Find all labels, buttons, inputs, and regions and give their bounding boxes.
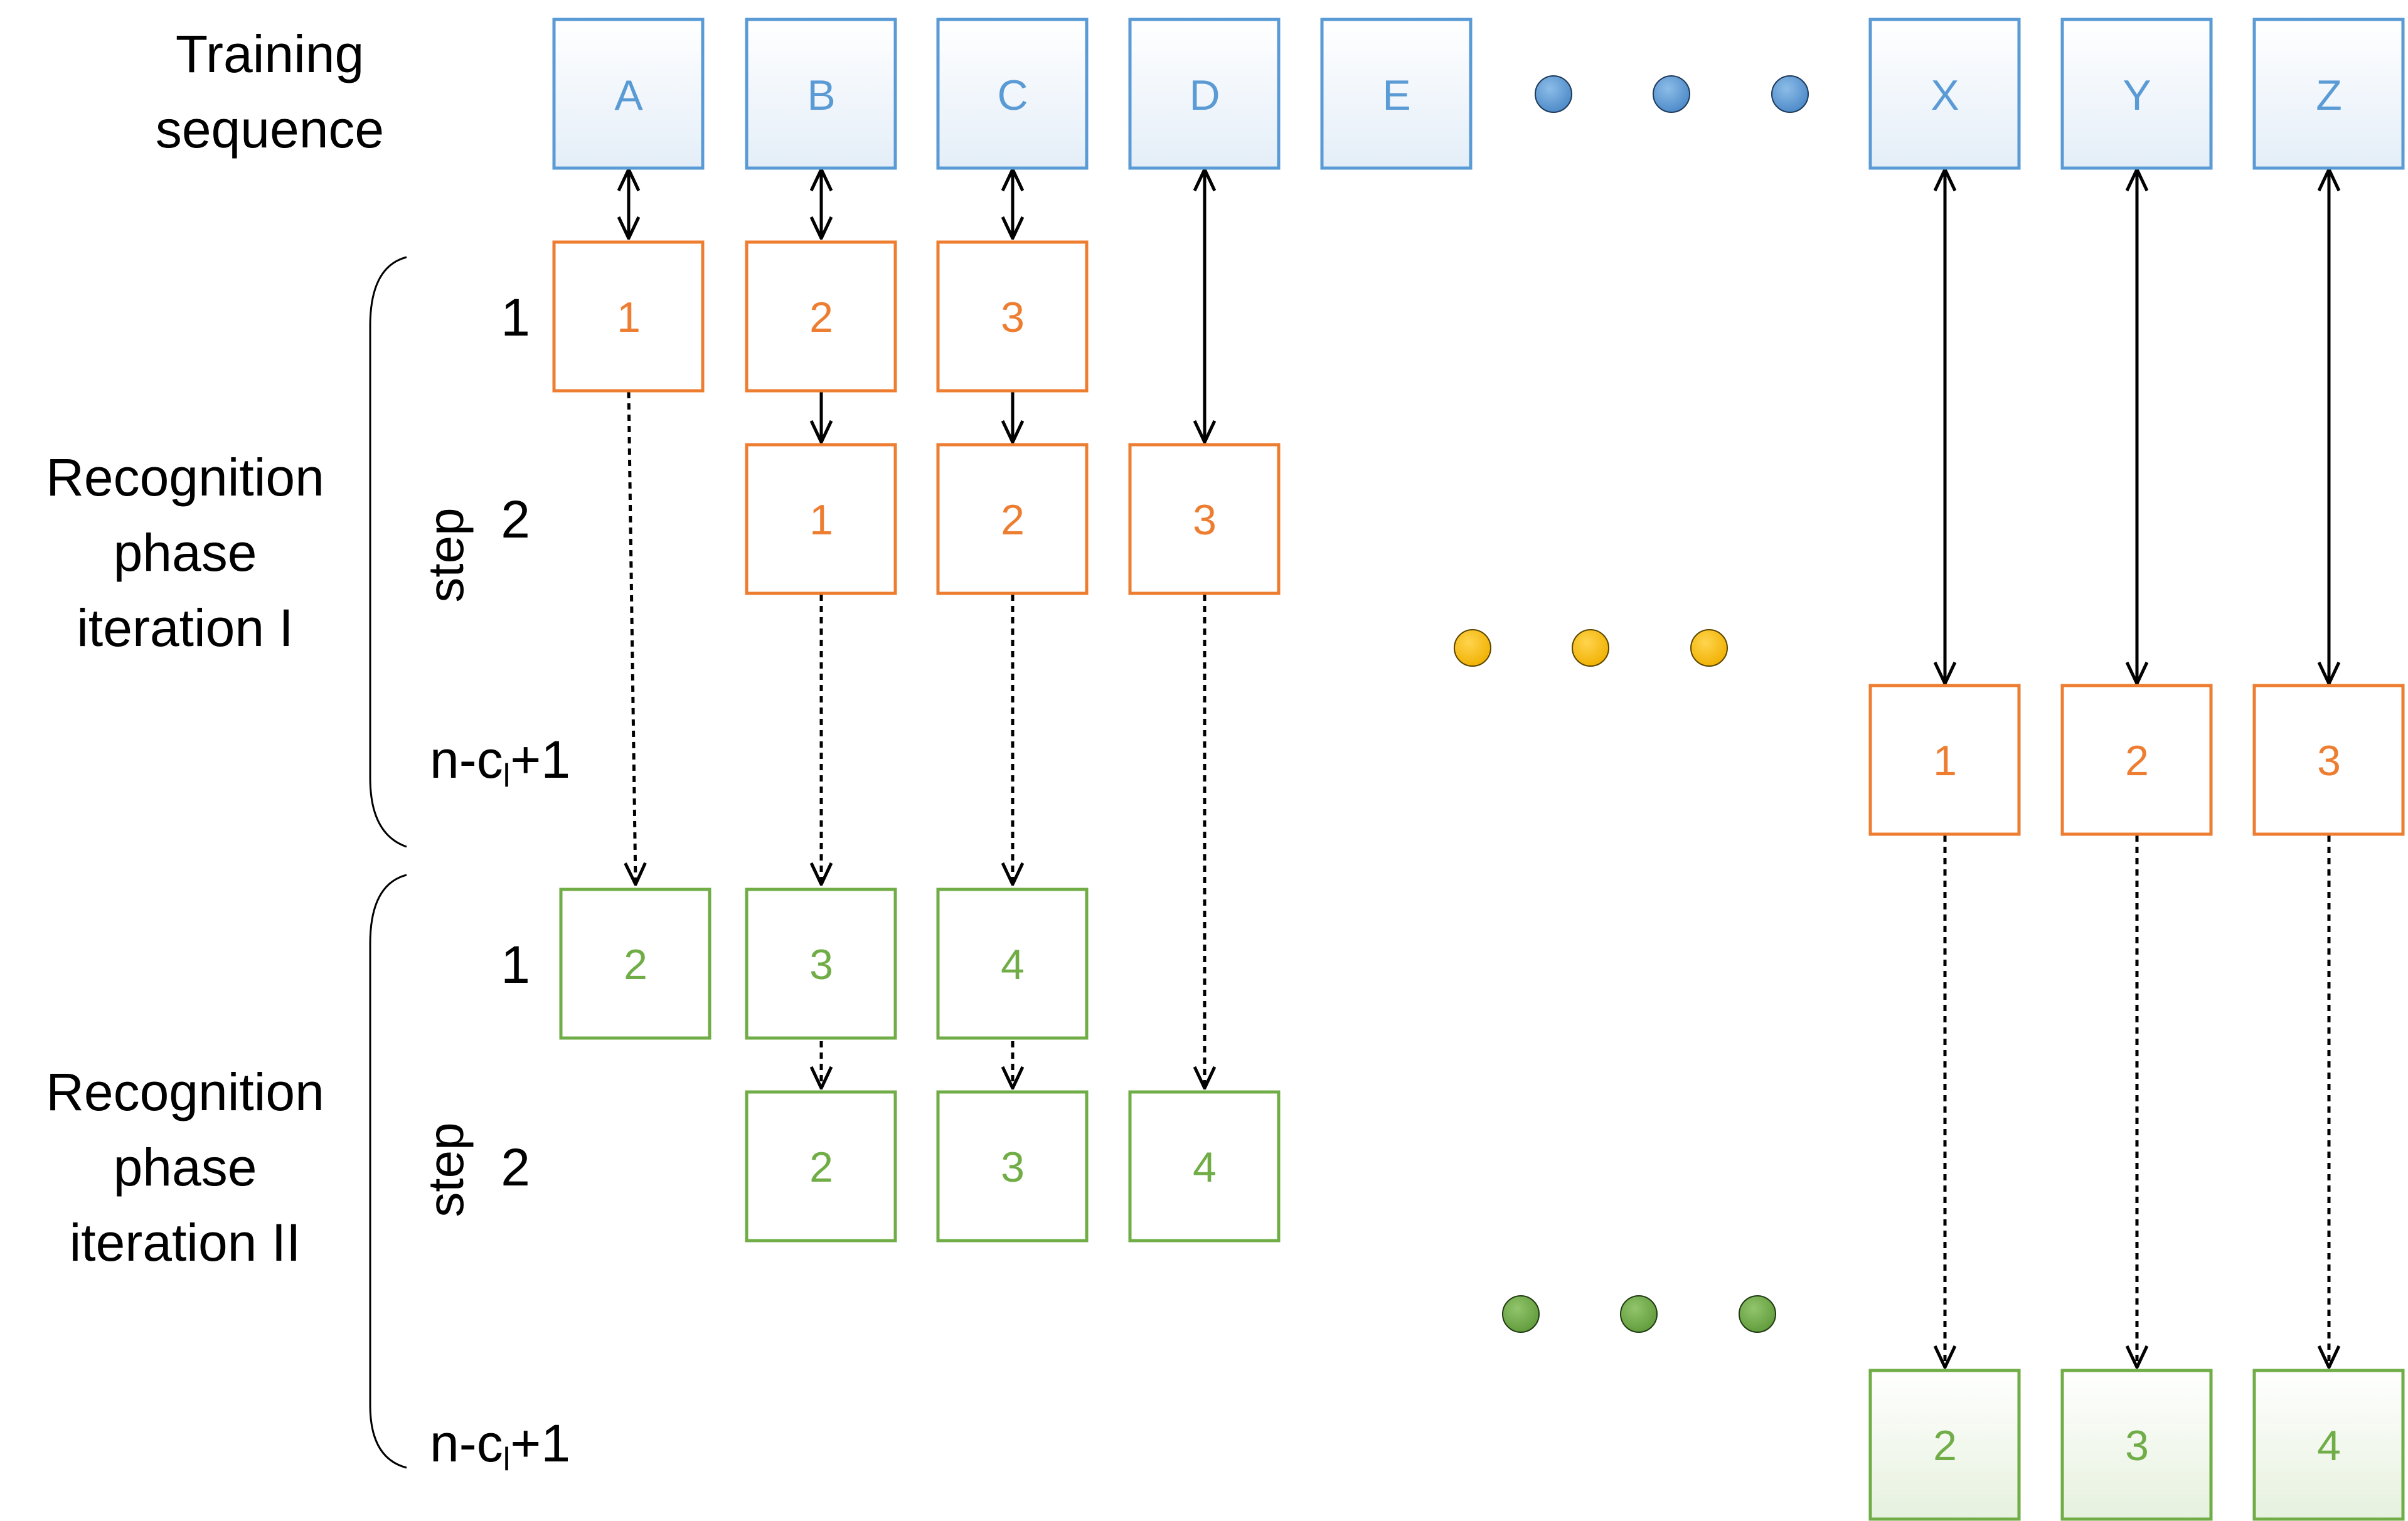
phase2-step2-number: 2: [501, 1138, 530, 1197]
stepn-prefix: n-c: [430, 730, 503, 789]
dashed-arrow-A: [629, 391, 636, 884]
box-label: 3: [809, 941, 833, 988]
ellipsis-dots-blue: [1535, 75, 1809, 113]
phase1-stepn-label: n-cl+1: [430, 730, 570, 794]
phase2-label-line1: Recognition: [46, 1063, 324, 1121]
box-label: 4: [1193, 1143, 1217, 1191]
phase2-step-label: step: [418, 1122, 474, 1217]
ellipsis-dot: [1690, 629, 1728, 667]
phase1-step2-box: 1: [745, 443, 897, 595]
phase1-step1-box: 2: [745, 240, 897, 393]
phase2-stepn-box: 3: [2060, 1369, 2213, 1521]
box-label: 2: [1933, 1422, 1957, 1470]
phase1-step2-row: 1 2 3: [745, 443, 1281, 595]
ellipsis-dot: [1739, 1295, 1776, 1333]
box-label: 2: [1001, 496, 1025, 544]
training-box-A: A: [552, 18, 705, 170]
box-label: 2: [2125, 737, 2149, 785]
phase2-step1-number: 1: [501, 935, 530, 994]
phase1-brace: [369, 256, 407, 848]
ellipsis-dot: [1620, 1295, 1658, 1333]
phase2-step1-box: 2: [559, 888, 711, 1040]
phase1-step-label: step: [418, 507, 474, 602]
phase2-label-line2: phase: [114, 1138, 257, 1197]
phase2-step1-box: 4: [936, 888, 1089, 1040]
phase2-stepn-box: 2: [1868, 1369, 2021, 1521]
ellipsis-dot: [1572, 629, 1609, 667]
training-label-line1: Training: [176, 24, 364, 83]
ellipsis-dots-yellow: [1454, 629, 1728, 667]
phase2-step2-row: 2 3 4: [745, 1090, 1281, 1243]
training-box-E: E: [1320, 18, 1473, 170]
ellipsis-dot: [1454, 629, 1491, 667]
box-label: 2: [624, 941, 647, 988]
box-label: 3: [1001, 1143, 1025, 1191]
box-label: 3: [2317, 737, 2341, 785]
phase2-label-line3: iteration II: [70, 1213, 301, 1272]
box-label: 3: [2125, 1422, 2149, 1470]
phase1-label-line1: Recognition: [46, 448, 324, 507]
training-sequence-row: A B C D E X Y Z: [552, 18, 2405, 170]
training-box-C: C: [936, 18, 1089, 170]
box-label: 3: [1001, 294, 1025, 341]
phase1-label-line3: iteration I: [77, 598, 294, 657]
box-label: 2: [809, 1143, 833, 1191]
training-box-label: Y: [2123, 72, 2151, 119]
box-label: 1: [617, 294, 641, 341]
ellipsis-dot: [1771, 75, 1809, 113]
box-label: 1: [809, 496, 833, 544]
arrows: [629, 169, 2329, 1367]
box-label: 4: [1001, 941, 1025, 988]
training-box-Y: Y: [2060, 18, 2213, 170]
phase2-step1-box: 3: [745, 888, 897, 1040]
phase1-step1-row: 1 2 3: [552, 240, 1089, 393]
phase1-stepn-box: 1: [1868, 684, 2021, 836]
box-label: 1: [1933, 737, 1957, 785]
box-label: 2: [809, 294, 833, 341]
box-label: 3: [1193, 496, 1217, 544]
training-box-label: E: [1382, 72, 1410, 119]
phase1-step2-box: 2: [936, 443, 1089, 595]
training-box-label: A: [614, 72, 643, 119]
phase2-stepn-box: 4: [2252, 1369, 2405, 1521]
training-box-label: X: [1931, 72, 1959, 119]
stepn-subscript: l: [503, 758, 511, 794]
left-labels: Training sequence Recognition phase iter…: [46, 24, 570, 1478]
training-box-B: B: [745, 18, 897, 170]
phase1-stepn-box: 2: [2060, 684, 2213, 836]
stepn-suffix: +1: [510, 1414, 570, 1473]
training-box-Z: Z: [2252, 18, 2405, 170]
phase2-step2-box: 4: [1128, 1090, 1281, 1243]
phase1-step1-number: 1: [501, 288, 530, 347]
phase2-brace: [369, 874, 407, 1469]
training-box-label: C: [997, 72, 1028, 119]
phase1-stepn-row: 1 2 3: [1868, 684, 2405, 836]
box-label: 4: [2317, 1422, 2341, 1470]
phase2-step2-box: 3: [936, 1090, 1089, 1243]
ellipsis-dot: [1653, 75, 1690, 113]
phase2-stepn-row: 2 3 4: [1868, 1369, 2405, 1521]
phase2-step2-box: 2: [745, 1090, 897, 1243]
phase2-stepn-label: n-cl+1: [430, 1414, 570, 1478]
training-box-label: D: [1189, 72, 1220, 119]
phase1-step2-number: 2: [501, 490, 530, 549]
ellipsis-dots-green: [1502, 1295, 1776, 1333]
training-box-label: Z: [2316, 72, 2342, 119]
stepn-prefix: n-c: [430, 1414, 503, 1473]
phase1-step1-box: 3: [936, 240, 1089, 393]
stepn-subscript: l: [503, 1441, 511, 1478]
ellipsis-dot: [1535, 75, 1572, 113]
training-label-line2: sequence: [156, 100, 384, 159]
phase1-step1-box: 1: [552, 240, 705, 393]
phase1-stepn-box: 3: [2252, 684, 2405, 836]
training-box-label: B: [807, 72, 835, 119]
training-box-X: X: [1868, 18, 2021, 170]
training-box-D: D: [1128, 18, 1281, 170]
stepn-suffix: +1: [510, 730, 570, 789]
ellipsis-dot: [1502, 1295, 1540, 1333]
phase1-label-line2: phase: [114, 523, 257, 582]
phase1-step2-box: 3: [1128, 443, 1281, 595]
phase2-step1-row: 2 3 4: [559, 888, 1089, 1040]
